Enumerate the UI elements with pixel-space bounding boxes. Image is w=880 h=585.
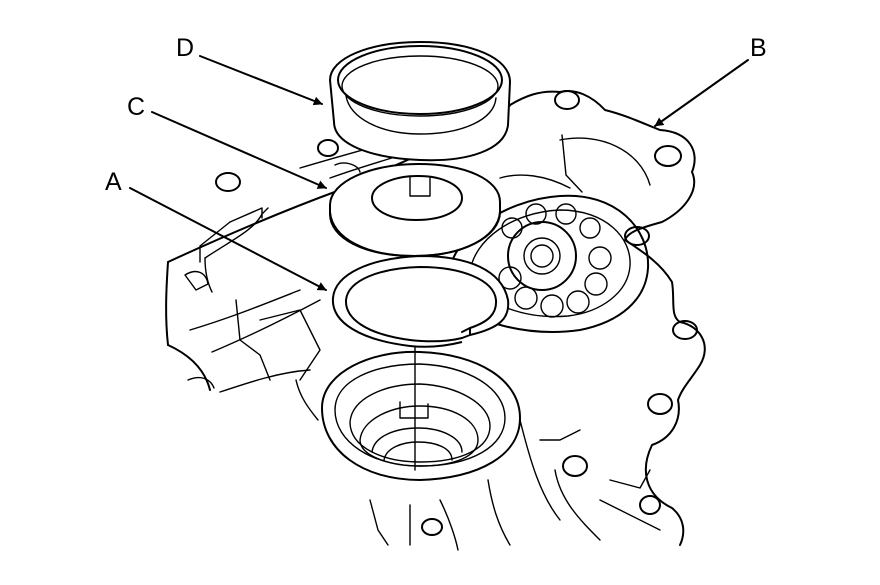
callout-a: A xyxy=(105,168,122,196)
transmission-housing xyxy=(165,90,706,551)
leader-line-b xyxy=(654,59,749,127)
callout-b: B xyxy=(750,34,767,62)
leader-line-c xyxy=(151,111,327,189)
callout-d: D xyxy=(176,34,195,62)
oil-guide-d xyxy=(329,41,511,162)
snap-ring-a xyxy=(331,255,510,348)
leader-line-d xyxy=(199,55,323,106)
callout-c: C xyxy=(127,93,146,121)
leader-line-a xyxy=(129,187,327,291)
thrust-washer-c xyxy=(329,163,501,257)
